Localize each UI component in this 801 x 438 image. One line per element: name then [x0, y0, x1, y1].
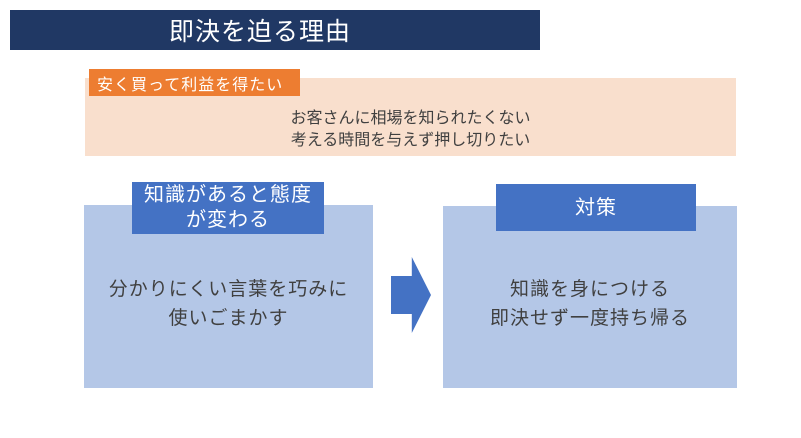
- page-title: 即決を迫る理由: [168, 18, 351, 46]
- problem-body-line1: 分かりにくい言葉を巧みに: [108, 278, 349, 300]
- problem-body-line2: 使いごまかす: [168, 307, 289, 329]
- problem-header-box: 知識があると態度 が変わる: [132, 182, 324, 234]
- right-arrow-icon: [391, 257, 431, 333]
- solution-body-box: 知識を身につける 即決せず一度持ち帰る: [443, 206, 737, 388]
- solution-body-line2: 即決せず一度持ち帰る: [489, 308, 690, 329]
- solution-body-line1: 知識を身につける: [509, 279, 670, 300]
- seller-motive-detail-line2: 考える時間を与えず押し切りたい: [290, 132, 531, 149]
- seller-motive-detail: お客さんに相場を知られたくない 考える時間を与えず押し切りたい: [85, 108, 736, 152]
- solution-header-text: 対策: [575, 196, 617, 219]
- solution-header-box: 対策: [496, 184, 696, 231]
- seller-motive-label: 安く買って利益を得たい: [89, 69, 300, 96]
- problem-header-line1: 知識があると態度: [144, 184, 312, 206]
- problem-body-box: 分かりにくい言葉を巧みに 使いごまかす: [84, 205, 373, 388]
- problem-header-line2: が変わる: [186, 209, 270, 231]
- title-banner: 即決を迫る理由: [10, 10, 540, 50]
- seller-motive-label-text: 安く買って利益を得たい: [97, 76, 284, 94]
- seller-motive-detail-line1: お客さんに相場を知られたくない: [290, 110, 531, 127]
